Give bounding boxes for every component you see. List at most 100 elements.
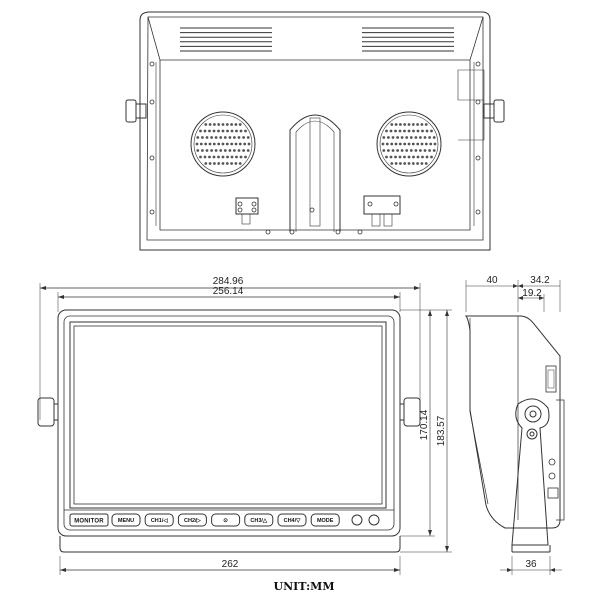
speaker-hole (385, 129, 388, 133)
speaker-hole (208, 162, 212, 165)
speaker-hole (394, 123, 398, 126)
speaker-hole (399, 162, 402, 165)
dim-screen-height: 170.14 (419, 409, 430, 440)
speaker-hole (407, 129, 411, 133)
speaker-hole (390, 142, 394, 146)
speaker-hole (389, 155, 393, 159)
speaker-hole (398, 142, 402, 146)
speaker-hole (244, 129, 247, 133)
speaker-hole (239, 155, 243, 159)
rear-view (125, 11, 505, 251)
speaker-hole (217, 162, 221, 165)
speaker-hole (217, 123, 221, 126)
speaker-hole (400, 136, 404, 139)
speaker-hole (409, 136, 413, 139)
speaker-hole (243, 142, 247, 146)
speaker-hole (387, 149, 390, 152)
speaker-hole (212, 155, 216, 159)
speaker-hole (389, 129, 393, 133)
speaker-hole (394, 129, 397, 133)
screw (367, 201, 373, 207)
speaker-hole (411, 142, 415, 146)
front-view (37, 283, 452, 575)
speaker-hole (396, 149, 399, 152)
speaker-hole (238, 123, 242, 126)
side-body (464, 315, 561, 529)
speaker-hole (234, 162, 238, 165)
speaker-hole (421, 155, 424, 159)
screw (475, 61, 481, 67)
screw (335, 229, 341, 235)
speaker-hole (235, 155, 238, 159)
rear-vents (180, 27, 454, 52)
speaker-hole (414, 136, 418, 139)
screw (237, 207, 243, 213)
panel-button: MODE (310, 513, 340, 527)
speaker-hole (204, 162, 208, 165)
screw (289, 229, 295, 235)
speaker-hole (208, 155, 211, 159)
speaker-hole (405, 136, 409, 139)
panel-logo: MONITOR (69, 513, 109, 527)
speaker-hole (228, 149, 232, 152)
speaker-hole (385, 142, 389, 146)
rear-inner-tray (159, 59, 471, 231)
speaker-hole (234, 142, 238, 146)
speaker-hole (425, 129, 429, 133)
speaker-hole (196, 149, 200, 152)
rear-clip-right (363, 195, 401, 215)
speaker-hole (414, 149, 418, 152)
speaker-hole (217, 142, 221, 146)
panel-button-outline (144, 513, 174, 527)
speaker-hole (399, 123, 402, 126)
rear-screws (149, 61, 481, 235)
speaker-hole (428, 136, 431, 139)
speaker-hole (230, 142, 234, 146)
screw (149, 209, 155, 215)
speaker-hole (225, 142, 229, 146)
unit-label: UNIT:MM (274, 580, 335, 593)
rear-housing-outline (139, 11, 491, 251)
panel-round-buttons (351, 514, 380, 526)
speaker-hole (208, 129, 211, 133)
speaker-hole (394, 142, 398, 146)
speaker-hole (416, 129, 420, 133)
speaker-hole (221, 142, 225, 146)
speaker-hole (226, 155, 229, 159)
panel-button-label: MODE (317, 518, 334, 524)
dim-frame-width: 256.14 (213, 286, 244, 297)
speaker-hole (420, 123, 424, 126)
speaker-hole (407, 155, 411, 159)
speaker-hole (403, 123, 407, 126)
speaker-hole (391, 149, 395, 152)
speaker-hole (400, 149, 404, 152)
speaker-hole (398, 129, 402, 133)
dim-base-width: 262 (222, 559, 239, 570)
speaker-hole (396, 136, 399, 139)
speaker-hole (210, 149, 214, 152)
speaker-hole (201, 136, 204, 139)
panel-button: CH2/▷ (177, 513, 207, 527)
speaker-hole (242, 136, 246, 139)
speaker-hole (407, 142, 411, 146)
panel-button: CH4/▽ (277, 513, 307, 527)
speaker-hole (230, 162, 234, 165)
speaker-hole (221, 129, 225, 133)
speaker-hole (430, 129, 433, 133)
speaker-hole (238, 162, 242, 165)
speaker-hole (217, 129, 220, 133)
speaker-hole (382, 149, 386, 152)
speaker-hole (420, 142, 424, 146)
speaker-hole (230, 129, 234, 133)
speaker-hole (233, 149, 236, 152)
speaker-hole (212, 142, 216, 146)
speaker-hole (403, 155, 406, 159)
panel-button-label: CH3/△ (250, 517, 268, 524)
speaker-hole (394, 162, 398, 165)
panel-button-label: CH4/▽ (284, 518, 302, 524)
dim-foot-depth: 36 (525, 559, 537, 570)
speaker-hole (405, 149, 409, 152)
panel-button-label: CH1/◁ (151, 517, 169, 524)
panel-button-label: MENU (118, 518, 134, 524)
